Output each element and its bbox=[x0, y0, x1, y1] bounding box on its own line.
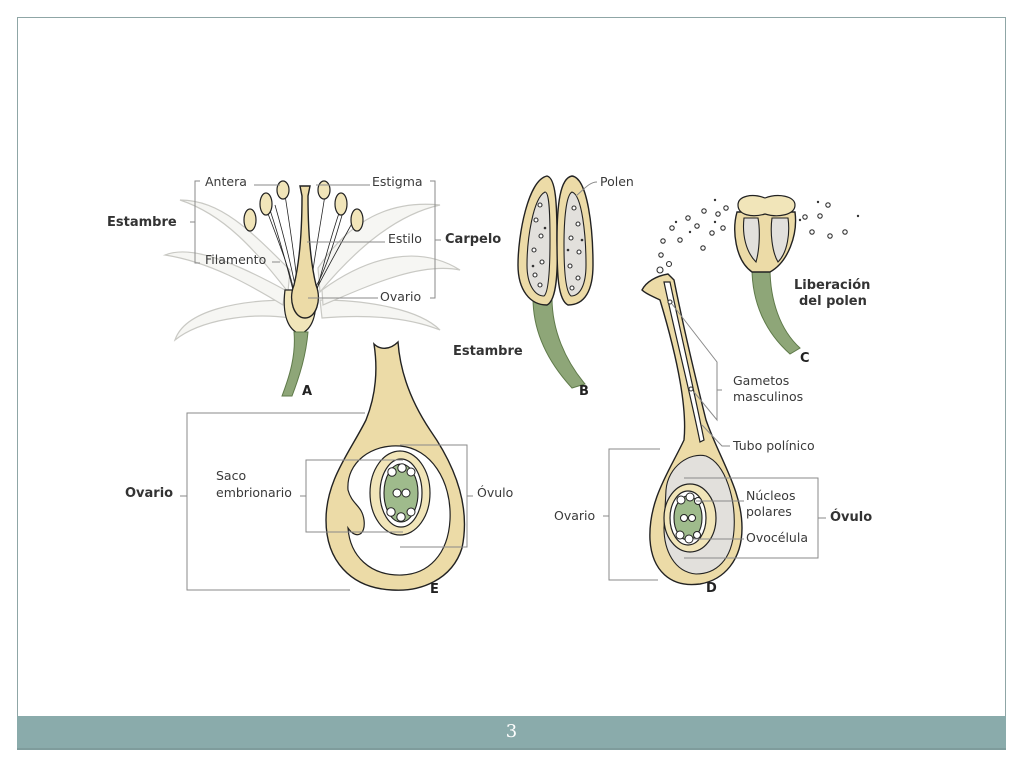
bracket-ovulo-d bbox=[684, 477, 826, 559]
stamen-filament bbox=[532, 297, 586, 389]
label-polen: Polen bbox=[600, 174, 634, 189]
pollen-sac-c-right bbox=[770, 217, 790, 263]
male-gamete bbox=[667, 299, 673, 305]
flower-stem bbox=[281, 331, 309, 397]
embryo-sac-cells-e bbox=[386, 463, 416, 522]
pollen-grains-b bbox=[531, 202, 584, 291]
label-carpelo: Carpelo bbox=[445, 232, 501, 247]
slide-footer-bar: 3 bbox=[17, 716, 1006, 750]
label-saco-1: Saco bbox=[216, 468, 246, 483]
pollen-sac-c-left bbox=[742, 217, 760, 264]
panel-b-letter: B bbox=[579, 384, 589, 399]
bracket-ovario-d bbox=[603, 448, 660, 581]
label-antera: Antera bbox=[205, 174, 247, 189]
petal bbox=[319, 299, 441, 331]
label-liberacion-1: Liberación bbox=[794, 278, 870, 293]
label-ovulo-d: Óvulo bbox=[830, 509, 872, 525]
pollen-tube bbox=[663, 281, 705, 443]
label-estilo: Estilo bbox=[388, 231, 422, 246]
label-ovulo-e: Óvulo bbox=[477, 485, 513, 500]
label-ovocelula: Ovocélula bbox=[746, 530, 808, 545]
page-number: 3 bbox=[505, 721, 518, 742]
label-estambre: Estambre bbox=[107, 215, 177, 230]
pollen-cloud bbox=[658, 198, 860, 258]
pollen-sac-left bbox=[526, 191, 551, 297]
label-ovario-e: Ovario bbox=[125, 486, 173, 501]
pollen-grain bbox=[665, 260, 673, 268]
label-ovario-d: Ovario bbox=[554, 508, 595, 523]
stamen-filament-c bbox=[751, 267, 801, 355]
leader-tubo bbox=[701, 424, 730, 447]
anthers bbox=[243, 180, 364, 232]
label-nucleos-2: polares bbox=[746, 504, 792, 519]
petal bbox=[317, 203, 441, 294]
label-gametos-2: masculinos bbox=[733, 389, 803, 404]
anther-top bbox=[737, 195, 796, 217]
bracket-ovario-e bbox=[180, 412, 365, 591]
pollen-sac-right bbox=[563, 191, 587, 297]
petal bbox=[162, 251, 286, 306]
panel-e-ovary: Ovario Saco embrionario Óvulo E bbox=[125, 340, 513, 597]
petal bbox=[179, 199, 291, 294]
label-liberacion-2: del polen bbox=[799, 294, 867, 309]
bracket-carpelo bbox=[430, 180, 441, 299]
male-gamete bbox=[688, 386, 694, 392]
panel-c-pollen-release: Liberación del polen C bbox=[658, 195, 870, 366]
panel-c-letter: C bbox=[800, 351, 810, 366]
panel-b-stamen: Polen Estambre B bbox=[453, 174, 634, 399]
panel-a-letter: A bbox=[302, 384, 312, 399]
label-estigma: Estigma bbox=[372, 174, 423, 189]
label-saco-2: embrionario bbox=[216, 485, 292, 500]
leader-gametos bbox=[671, 303, 722, 422]
panel-d-letter: D bbox=[706, 581, 717, 596]
panel-e-letter: E bbox=[430, 582, 439, 597]
panel-a-flower: A Antera Estigma Estambre Filamento Esti… bbox=[107, 174, 501, 399]
label-gametos-1: Gametos bbox=[733, 373, 789, 388]
petal bbox=[321, 255, 461, 306]
slide-frame bbox=[17, 17, 1006, 750]
label-tubo: Tubo polínico bbox=[732, 438, 815, 453]
label-filamento: Filamento bbox=[205, 252, 266, 267]
petal bbox=[173, 299, 291, 342]
bracket-ovulo-e bbox=[400, 444, 473, 548]
pollen-grain-germinating bbox=[656, 266, 664, 274]
label-ovario-a: Ovario bbox=[380, 289, 421, 304]
bracket-saco bbox=[300, 459, 403, 533]
label-nucleos-1: Núcleos bbox=[746, 488, 795, 503]
panel-d-fertilization: Gametos masculinos Tubo polínico Núcleos… bbox=[554, 260, 872, 596]
label-estambre-b: Estambre bbox=[453, 344, 523, 359]
embryo-sac-cells-d bbox=[675, 492, 702, 544]
leader-polen bbox=[575, 181, 598, 197]
bracket-estambre bbox=[190, 180, 200, 264]
